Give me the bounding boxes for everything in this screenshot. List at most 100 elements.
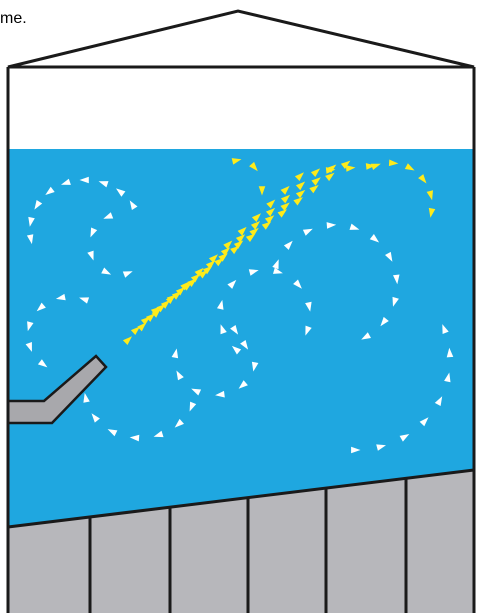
jet-arrow <box>237 226 247 236</box>
flow-arrow <box>392 296 399 307</box>
jet-arrow <box>187 278 197 287</box>
jet-arrow <box>426 190 433 201</box>
jet-arrow <box>145 313 156 322</box>
flow-arrow <box>293 279 302 289</box>
flow-arrow <box>103 212 114 219</box>
flow-arrow <box>174 418 184 428</box>
jet-arrow <box>140 316 151 325</box>
jet-arrow <box>137 322 147 332</box>
flow-arrow <box>28 216 35 227</box>
jet-arrow <box>277 209 287 218</box>
flow-arrow <box>434 396 443 406</box>
jet-arrow <box>264 215 275 224</box>
jet-arrow <box>251 213 261 222</box>
jet-arrow <box>250 221 261 230</box>
flow-arrow <box>442 324 449 334</box>
flow-arrow <box>231 345 242 355</box>
caption-text: me. <box>0 10 27 27</box>
flow-arrow <box>176 370 184 381</box>
flow-arrow <box>107 429 118 437</box>
flow-arrow <box>217 299 224 310</box>
flow-arrow <box>45 186 55 195</box>
jet-arrow <box>231 158 242 165</box>
jet-arrow <box>295 181 306 191</box>
flow-arrow <box>230 325 239 335</box>
tank-base <box>8 470 474 613</box>
flow-arrow <box>227 279 237 289</box>
flow-arrows <box>25 176 454 454</box>
jet-arrow <box>261 221 272 230</box>
flow-arrow <box>55 293 66 301</box>
jet-arrow <box>280 185 290 195</box>
jet-arrow <box>223 240 233 250</box>
jet-arrow <box>310 168 321 177</box>
flow-arrow <box>79 176 89 184</box>
flow-arrow <box>399 434 410 442</box>
jet-arrow <box>198 270 208 279</box>
tank-roof <box>7 9 475 69</box>
jet-arrow <box>194 267 204 277</box>
jet-arrow <box>220 247 231 256</box>
flow-arrow <box>153 430 164 438</box>
jet-arrow <box>345 165 356 172</box>
tank-water <box>8 149 474 527</box>
flow-arrow <box>273 267 283 274</box>
flow-arrow <box>248 269 259 276</box>
flow-arrow <box>25 342 32 352</box>
jet-arrow <box>150 306 161 315</box>
jet-arrow <box>190 273 201 283</box>
jet-arrow <box>208 254 218 263</box>
flow-arrow <box>361 332 371 340</box>
flow-arrow <box>91 413 100 423</box>
flow-arrow <box>385 251 393 262</box>
flow-arrow <box>101 267 112 275</box>
flow-arrow <box>272 259 279 270</box>
flow-arrow <box>116 188 126 197</box>
flow-arrow <box>98 181 109 188</box>
jet-arrow <box>325 172 335 182</box>
jet-arrow <box>171 291 182 300</box>
flow-arrow <box>129 200 138 210</box>
flow-arrow <box>83 392 90 403</box>
jet-arrow <box>205 260 216 270</box>
jet-arrow <box>258 186 266 196</box>
jet-arrow <box>218 253 228 262</box>
flow-arrow <box>251 361 259 372</box>
flow-arrow <box>79 297 90 304</box>
flow-arrow <box>122 271 133 278</box>
flow-arrow <box>446 347 454 358</box>
flow-arrow <box>129 434 140 442</box>
jet-arrow <box>311 177 321 186</box>
jet-arrow <box>418 174 427 184</box>
flow-arrow <box>215 390 225 398</box>
jet-arrows <box>122 158 436 345</box>
flow-arrow <box>283 240 293 250</box>
flow-arrow <box>302 228 313 236</box>
jet-arrow <box>182 282 192 291</box>
jet-arrow <box>280 202 290 211</box>
jet-arrow <box>266 199 276 209</box>
jet-arrow <box>249 161 258 172</box>
flow-arrow <box>27 321 34 332</box>
flow-arrow <box>37 359 48 368</box>
flow-arrow <box>240 340 249 350</box>
jet-arrow <box>294 172 304 181</box>
base-dividers <box>88 478 408 613</box>
flow-arrow <box>90 227 98 238</box>
jet-arrow <box>245 233 256 242</box>
jet-arrow <box>428 207 436 218</box>
flow-arrow <box>380 316 389 327</box>
jet-arrow <box>265 207 276 217</box>
jet-arrow <box>214 258 224 267</box>
jet-arrow <box>404 163 415 171</box>
jet-arrow <box>295 189 306 199</box>
jet-arrow <box>249 227 259 237</box>
flow-arrow <box>305 301 312 312</box>
jet-arrow <box>202 265 213 275</box>
flow-arrow <box>305 325 312 336</box>
base-top-edge <box>7 468 475 529</box>
jet-arrow <box>280 194 291 204</box>
flow-arrow <box>36 302 46 312</box>
flow-arrow <box>61 178 71 185</box>
